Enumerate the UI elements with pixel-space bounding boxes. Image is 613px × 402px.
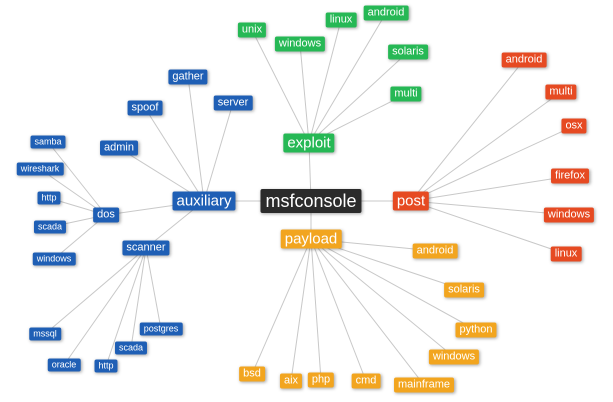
edge-auxiliary-gather [187, 76, 205, 202]
node-auxiliary-server[interactable]: server [213, 95, 253, 111]
node-auxiliary[interactable]: auxiliary [172, 191, 236, 211]
node-dos-http[interactable]: http [37, 191, 61, 205]
node-payload-bsd[interactable]: bsd [239, 366, 265, 382]
node-dos-windows[interactable]: windows [32, 252, 76, 266]
node-exploit-android[interactable]: android [363, 5, 409, 21]
edge-exploit-linux [308, 19, 342, 144]
node-scanner-http[interactable]: http [94, 359, 118, 373]
node-exploit-solaris[interactable]: solaris [388, 44, 428, 60]
node-post-windows[interactable]: windows [543, 207, 595, 223]
node-scanner-mssql[interactable]: mssql [29, 327, 61, 341]
edge-post-firefox [410, 175, 571, 202]
edge-exploit-unix [251, 29, 310, 144]
node-post-linux[interactable]: linux [550, 246, 582, 262]
node-post-android[interactable]: android [501, 52, 547, 68]
node-auxiliary-spoof[interactable]: spoof [127, 100, 163, 116]
node-exploit-unix[interactable]: unix [237, 22, 267, 38]
edge-post-android [410, 59, 525, 202]
node-payload-cmd[interactable]: cmd [351, 373, 381, 389]
node-auxiliary-gather[interactable]: gather [168, 69, 208, 85]
node-auxiliary-scanner[interactable]: scanner [122, 240, 170, 256]
node-msfconsole[interactable]: msfconsole [260, 189, 362, 213]
edge-dos-wireshark [39, 168, 107, 216]
edge-scanner-postgres [145, 247, 162, 330]
edge-auxiliary-server [203, 102, 234, 202]
node-scanner-oracle[interactable]: oracle [47, 358, 81, 372]
node-payload-python[interactable]: python [455, 322, 497, 338]
edge-payload-bsd [251, 238, 312, 375]
edge-scanner-oracle [63, 247, 147, 366]
edge-payload-aix [290, 238, 312, 382]
node-exploit-linux[interactable]: linux [325, 12, 357, 28]
node-payload-android[interactable]: android [412, 243, 458, 259]
edge-exploit-solaris [308, 51, 409, 144]
node-dos-scada[interactable]: scada [33, 220, 67, 234]
edge-payload-php [310, 238, 322, 381]
edge-post-windows [410, 200, 570, 216]
edge-scanner-http [105, 247, 147, 367]
node-exploit-multi[interactable]: multi [390, 86, 422, 102]
node-dos-samba[interactable]: samba [30, 135, 66, 149]
node-exploit-windows[interactable]: windows [274, 36, 326, 52]
edge-dos-samba [47, 141, 107, 216]
node-scanner-postgres[interactable]: postgres [139, 322, 183, 336]
node-payload-mainframe[interactable]: mainframe [394, 377, 454, 393]
edge-scanner-mssql [44, 247, 147, 335]
node-post-firefox[interactable]: firefox [551, 168, 589, 184]
edge-post-multi [410, 91, 562, 202]
node-payload[interactable]: payload [280, 229, 342, 249]
node-payload-solaris[interactable]: solaris [444, 282, 484, 298]
node-post-multi[interactable]: multi [545, 84, 577, 100]
edge-payload-python [310, 238, 477, 331]
node-exploit[interactable]: exploit [283, 133, 335, 153]
node-post[interactable]: post [392, 191, 430, 211]
node-scanner-scada[interactable]: scada [114, 341, 148, 355]
node-auxiliary-dos[interactable]: dos [93, 207, 119, 223]
node-post-osx[interactable]: osx [561, 118, 587, 134]
edge-scanner-scada [130, 247, 147, 349]
edge-post-osx [410, 125, 575, 202]
node-payload-php[interactable]: php [307, 372, 335, 388]
node-auxiliary-admin[interactable]: admin [100, 140, 138, 156]
edge-payload-cmd [310, 238, 367, 382]
node-payload-windows[interactable]: windows [428, 349, 480, 365]
edge-payload-mainframe [310, 238, 425, 386]
edge-exploit-android [308, 12, 387, 144]
edge-auxiliary-spoof [144, 107, 205, 202]
edge-post-linux [410, 200, 567, 255]
node-dos-wireshark[interactable]: wireshark [16, 162, 64, 176]
node-payload-aix[interactable]: aix [279, 373, 303, 389]
edge-payload-windows [310, 238, 455, 358]
edge-exploit-windows [299, 43, 310, 144]
